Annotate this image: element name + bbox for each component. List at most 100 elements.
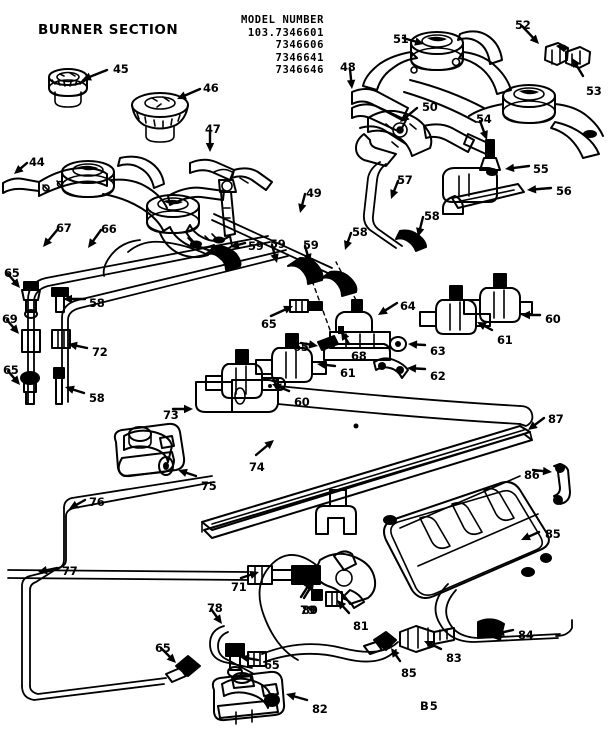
callout-arrowhead <box>82 72 92 81</box>
callout-leader-line <box>528 530 541 538</box>
callout-number-73: 73 <box>163 408 179 422</box>
callout-arrowhead <box>378 306 388 315</box>
part-valve-right-60-61 <box>419 273 533 335</box>
callout-leader-line <box>299 586 309 599</box>
callout-number-48: 48 <box>340 60 356 74</box>
part-65-fitting-bottom-left <box>21 655 201 701</box>
callout-leader-line <box>159 646 171 658</box>
callout-leader-line <box>45 566 59 572</box>
callout-arrowhead <box>495 627 505 637</box>
callout-leader-line <box>302 588 311 600</box>
callout-number-57: 57 <box>397 173 413 187</box>
callout-arrowhead <box>477 322 487 330</box>
callout-arrowhead <box>344 240 352 250</box>
callout-number-65: 65 <box>155 641 171 655</box>
callout-arrowhead <box>305 582 314 592</box>
callout-arrowhead <box>298 203 307 213</box>
part-45-burner-cap <box>48 68 88 108</box>
callout-arrowhead <box>38 566 48 575</box>
callout-leader-line <box>237 241 247 246</box>
callout-number-69: 69 <box>2 312 18 326</box>
callout-leader-line <box>19 161 29 170</box>
callout-number-87: 87 <box>548 412 564 426</box>
callout-number-75: 75 <box>201 479 217 493</box>
callout-number-53: 53 <box>586 84 602 98</box>
part-47-orifice-holder-center <box>167 158 273 237</box>
callout-leader-line <box>531 468 545 473</box>
callout-arrowhead <box>240 654 250 663</box>
callout-number-80: 80 <box>302 603 318 617</box>
callout-number-71: 71 <box>231 580 247 594</box>
callout-arrowhead <box>416 227 425 237</box>
callout-leader-line <box>75 344 89 350</box>
part-75-pressure-regulator <box>113 422 186 478</box>
callout-arrowhead <box>528 421 538 430</box>
callout-number-74: 74 <box>249 460 265 474</box>
callout-arrowhead <box>521 310 530 320</box>
part-82-safety-valve <box>211 670 286 725</box>
callout-leader-line <box>209 607 218 618</box>
callout-number-65: 65 <box>261 317 277 331</box>
callout-arrowhead <box>572 58 581 68</box>
callout-arrowhead <box>400 113 410 122</box>
callout-arrowhead <box>88 238 97 248</box>
callout-arrowhead <box>527 185 537 194</box>
callout-leader-line <box>384 301 399 312</box>
callout-arrowhead <box>479 130 488 140</box>
part-valve-center-61 <box>255 333 327 383</box>
callout-arrowhead <box>407 364 417 373</box>
callout-leader-line <box>393 179 400 192</box>
callout-number-86: 86 <box>524 468 540 482</box>
callout-arrowhead <box>68 341 78 350</box>
callout-arrowhead <box>341 331 350 341</box>
callout-arrowhead <box>10 375 20 385</box>
callout-leader-line <box>239 573 252 580</box>
part-58-fitting-lower <box>53 367 65 405</box>
part-63-washer <box>389 336 407 352</box>
callout-number-56: 56 <box>556 184 572 198</box>
callout-leader-line <box>534 186 553 191</box>
callout-arrowhead <box>424 641 434 649</box>
callout-leader-line <box>405 106 419 118</box>
callout-arrowhead <box>391 648 400 658</box>
callout-number-47: 47 <box>205 122 221 136</box>
callout-number-52: 52 <box>515 18 531 32</box>
callout-leader-line <box>502 628 515 634</box>
part-73-74-manifold <box>195 379 534 429</box>
callout-leader-line <box>483 325 494 332</box>
callout-number-78: 78 <box>207 601 223 615</box>
callout-leader-line <box>478 119 486 133</box>
callout-leader-line <box>301 192 307 206</box>
callout-arrowhead <box>390 189 399 199</box>
callout-leader-line <box>575 64 585 78</box>
callout-leader-line <box>303 244 309 256</box>
callout-arrowhead <box>14 164 24 174</box>
callout-leader-line <box>269 308 287 318</box>
callout-leader-line <box>534 416 546 426</box>
callout-arrowhead <box>10 278 20 288</box>
part-46-burner-head <box>131 92 189 143</box>
callout-leader-line <box>512 164 531 170</box>
callout-number-83: 83 <box>446 651 462 665</box>
callout-number-58: 58 <box>89 296 105 310</box>
callout-arrowhead <box>283 305 293 314</box>
callout-arrowhead <box>408 340 418 349</box>
callout-arrowhead <box>63 294 72 304</box>
part-86-clip <box>553 463 571 505</box>
callout-leader-line <box>344 337 351 346</box>
callout-arrowhead <box>9 324 19 334</box>
callout-arrowhead <box>264 440 274 449</box>
callout-number-65: 65 <box>4 266 20 280</box>
callout-number-65: 65 <box>264 658 280 672</box>
callout-number-68: 68 <box>351 349 367 363</box>
callout-number-65: 65 <box>293 340 309 354</box>
callout-number-58: 58 <box>352 225 368 239</box>
callout-number-84: 84 <box>518 628 534 642</box>
callout-leader-line <box>5 318 15 329</box>
callout-number-85: 85 <box>401 666 417 680</box>
callout-leader-line <box>6 369 16 380</box>
callout-leader-line <box>72 388 86 395</box>
callout-arrowhead <box>177 91 187 100</box>
callout-number-61: 61 <box>497 333 513 347</box>
